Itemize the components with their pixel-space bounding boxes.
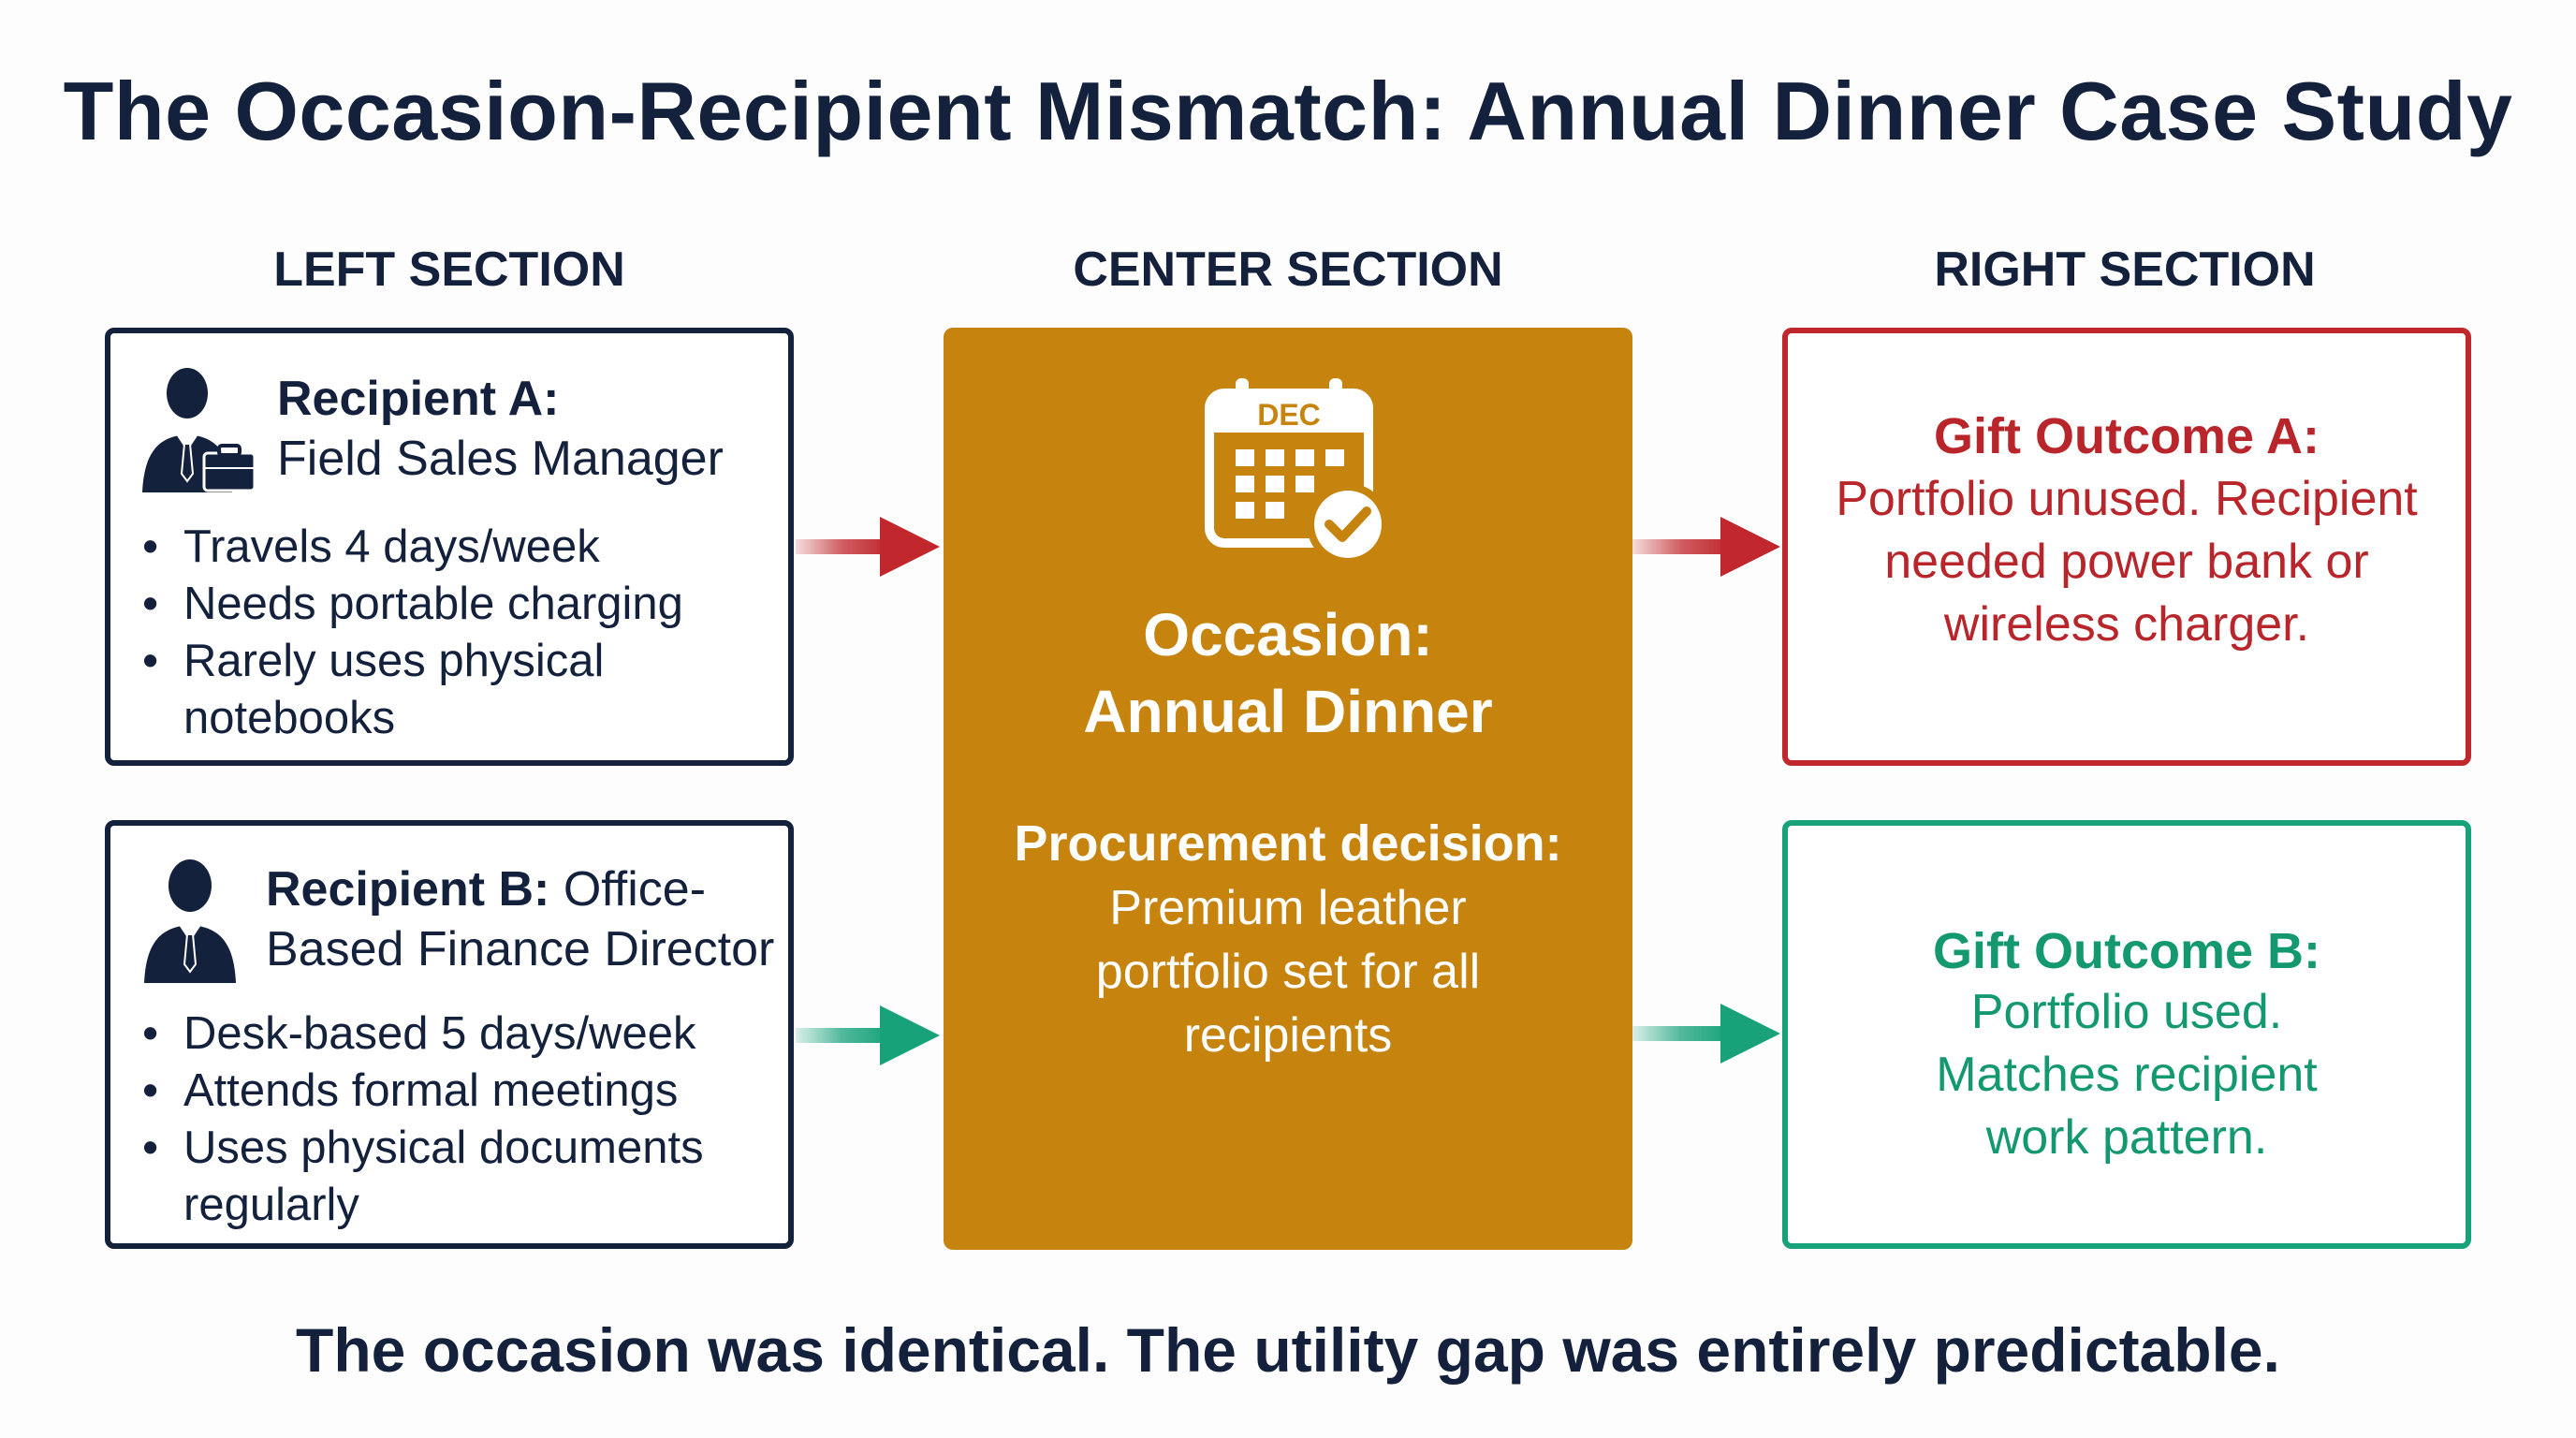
left-section-label: LEFT SECTION — [273, 242, 625, 297]
list-item: Attends formal meetings — [142, 1063, 779, 1120]
outcome-a-card: Gift Outcome A: Portfolio unused. Recipi… — [1782, 328, 2471, 766]
arrow-right-icon — [796, 517, 940, 577]
list-item: Needs portable charging — [142, 576, 779, 633]
recipient-b-bullets: Desk-based 5 days/week Attends formal me… — [142, 1005, 779, 1234]
list-item: Uses physical documents regularly — [142, 1120, 779, 1234]
outcome-b-card: Gift Outcome B: Portfolio used. Matches … — [1782, 820, 2471, 1249]
calendar-check-icon: DEC — [1205, 378, 1389, 565]
outcome-a-body: Portfolio unused. Recipient needed power… — [1836, 472, 2418, 652]
page-title: The Occasion-Recipient Mismatch: Annual … — [63, 65, 2513, 157]
recipient-b-label: Recipient B: — [266, 862, 550, 917]
list-item: Travels 4 days/week — [142, 519, 779, 576]
businessman-icon — [144, 859, 236, 983]
occasion-name: Annual Dinner — [1083, 678, 1493, 745]
center-section-label: CENTER SECTION — [1073, 242, 1503, 297]
procurement-label: Procurement decision: — [1014, 815, 1562, 872]
occasion-box: DEC Occasion: Annual Dinner Procurement … — [944, 328, 1632, 1250]
outcome-b-title: Gift Outcome B: — [1933, 923, 2320, 979]
conclusion-text: The occasion was identical. The utility … — [296, 1315, 2280, 1385]
occasion-label: Occasion: — [1143, 601, 1433, 668]
outcome-a-title: Gift Outcome A: — [1934, 408, 2320, 464]
list-item: Rarely uses physical notebooks — [142, 633, 779, 747]
right-section-label: RIGHT SECTION — [1934, 242, 2316, 297]
procurement-text: Premium leather portfolio set for all re… — [1095, 881, 1481, 1063]
calendar-month: DEC — [1257, 398, 1321, 432]
recipient-a-card: Recipient A: Field Sales Manager Travels… — [105, 328, 794, 766]
outcome-b-body: Portfolio used. Matches recipient work p… — [1936, 985, 2318, 1165]
recipient-b-role: Office-Based Finance Director — [266, 862, 775, 976]
arrow-right-icon — [796, 1005, 940, 1065]
recipient-a-bullets: Travels 4 days/week Needs portable charg… — [142, 519, 779, 747]
recipient-a-label: Recipient A: — [277, 372, 560, 426]
arrow-right-icon — [1632, 517, 1780, 577]
arrow-right-icon — [1632, 1004, 1780, 1064]
businessman-with-briefcase-icon — [142, 368, 256, 492]
recipient-a-role: Field Sales Manager — [277, 432, 724, 486]
recipient-b-card: Recipient B: Office-Based Finance Direct… — [105, 820, 794, 1249]
list-item: Desk-based 5 days/week — [142, 1005, 779, 1063]
